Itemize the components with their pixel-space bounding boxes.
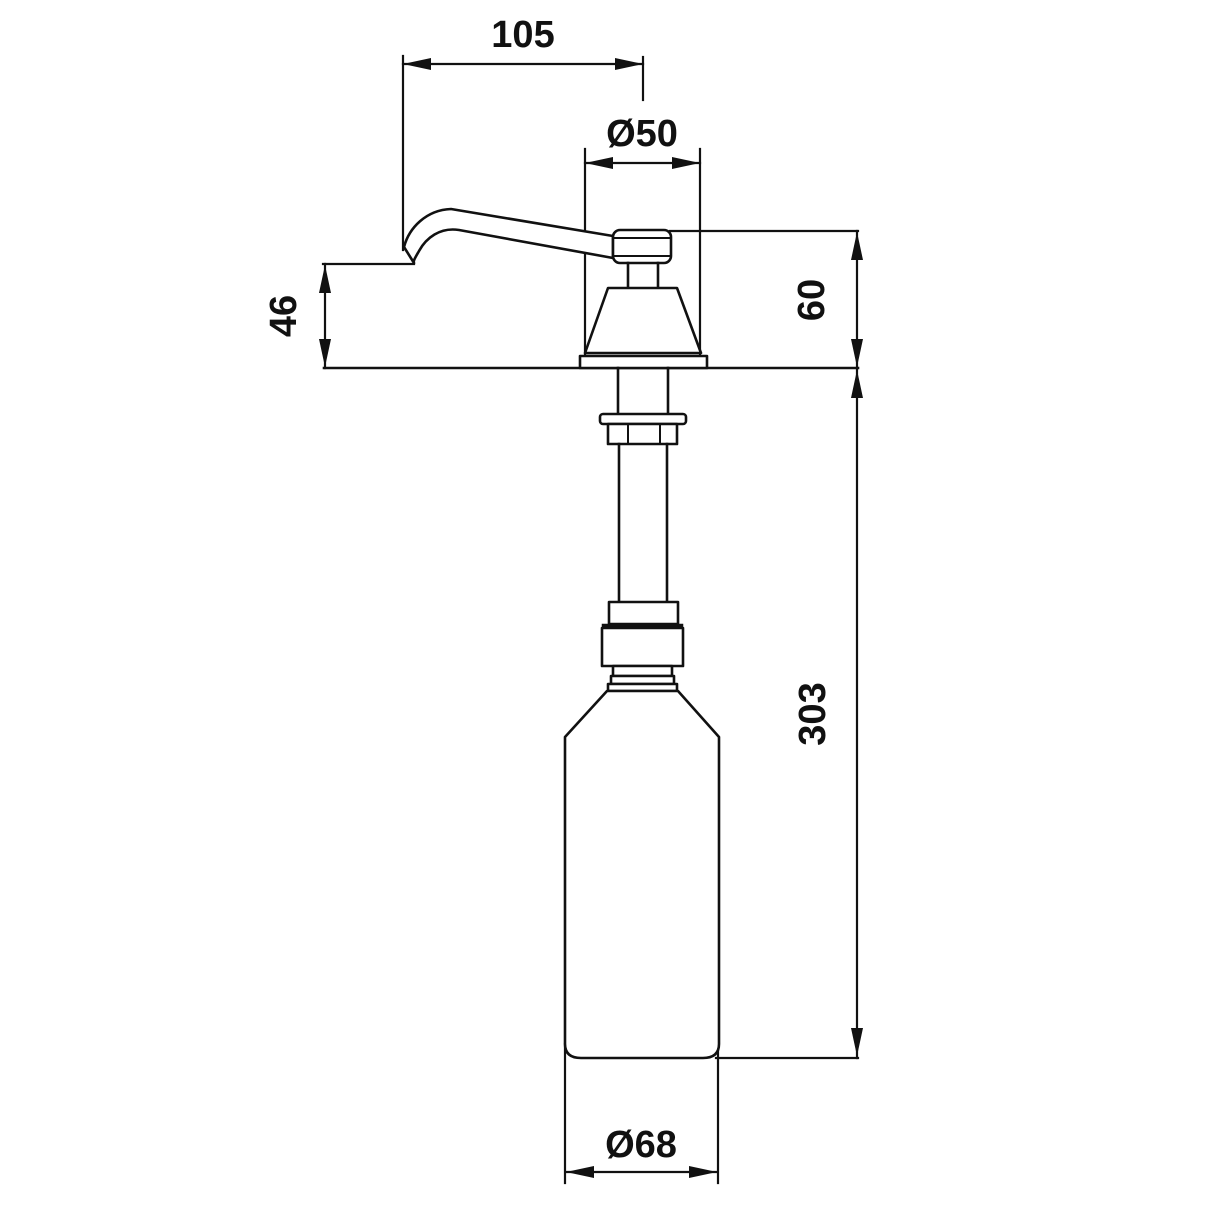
dim-label-68: Ø68 [605,1124,677,1166]
dimension-outlet-height: 46 [263,262,416,370]
pump-stem [626,261,660,290]
locking-flange [598,412,688,426]
dimension-pump-height: 60 [791,229,863,370]
collar-lower [600,626,685,668]
arrowhead-bottom [851,339,863,367]
spout [402,207,615,265]
arrowhead-right [689,1166,717,1178]
arrowhead-left [566,1166,594,1178]
neck-ring-1 [611,664,674,678]
dimension-bottle-diameter: Ø68 [563,1042,720,1185]
arrowhead-bottom [319,339,331,367]
arrowhead-left [585,157,613,169]
dim-label-46: 46 [263,295,305,337]
collar-upper [607,600,680,626]
escutcheon-base-plate [578,354,709,370]
escutcheon-cone [583,286,703,355]
bottle-neck [606,664,679,693]
pump-cap-body [611,228,673,265]
dim-label-50: Ø50 [606,113,678,155]
soap-bottle [563,689,721,1060]
bottle-collar [600,600,685,668]
arrowhead-top [319,265,331,293]
dimension-depth-below-deck: 303 [714,366,863,1060]
dimension-spout-projection: 105 [401,14,645,252]
dim-label-105: 105 [491,14,554,56]
dimension-escutcheon-diameter: Ø50 [583,113,702,356]
pump-cap [611,228,673,265]
arrowhead-left [403,58,431,70]
arrowhead-top [851,232,863,260]
arrowhead-right [672,157,700,169]
mounting-nut [606,422,679,446]
arrowhead-top [851,370,863,398]
dim-label-303: 303 [792,682,834,745]
arrowhead-bottom [851,1028,863,1056]
dim-label-60: 60 [791,279,833,321]
arrowhead-right [615,58,643,70]
escutcheon [578,286,709,370]
pump-shaft [598,366,688,604]
